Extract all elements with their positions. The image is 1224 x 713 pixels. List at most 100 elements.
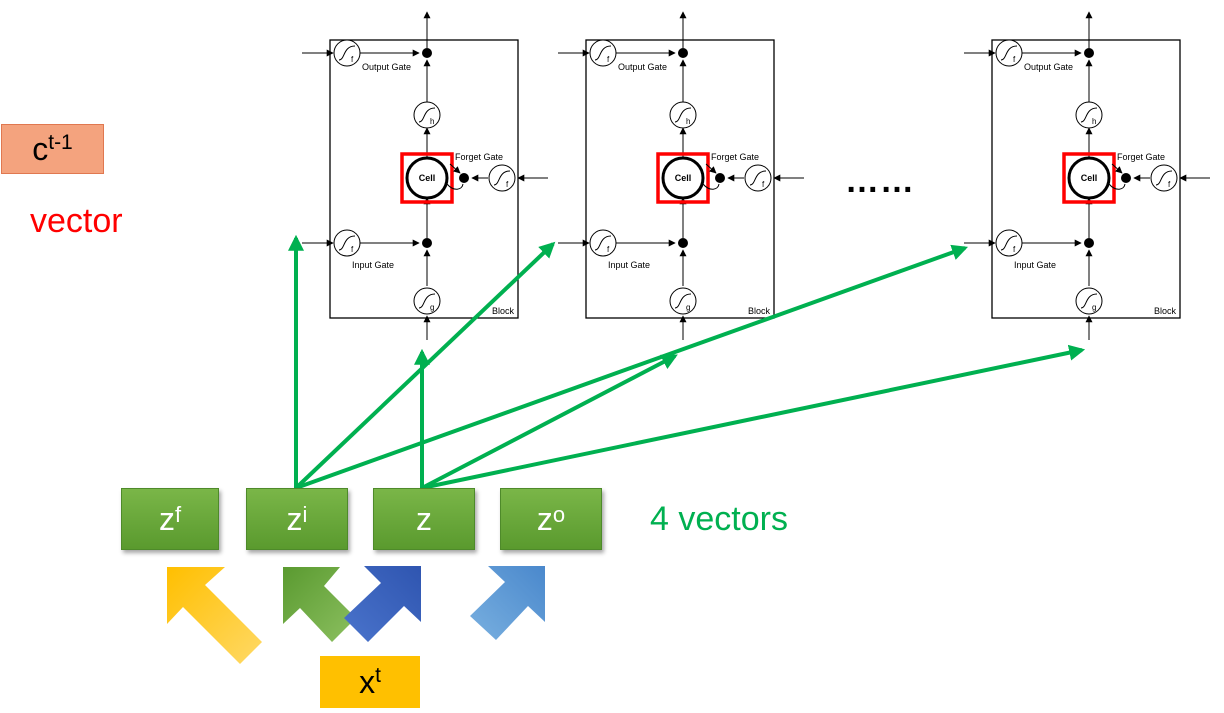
tanh-curve-icon — [418, 293, 436, 309]
input-gate-label: Input Gate — [608, 260, 650, 270]
line-forget-to-mult — [449, 163, 461, 174]
forget-gate-f: f — [1168, 180, 1171, 189]
zo-base: z — [536, 500, 553, 537]
output-gate-sigmoid-icon — [995, 39, 1023, 67]
recurrent-loop — [1108, 183, 1126, 190]
g-activation-icon — [413, 287, 441, 315]
block-label: Block — [748, 306, 771, 316]
sigmoid-curve-icon — [1155, 170, 1173, 186]
sigmoid-curve-icon — [338, 235, 356, 251]
output-multiply-dot — [1084, 48, 1094, 58]
sigmoid-curve-icon — [338, 45, 356, 61]
output-gate-f: f — [351, 55, 354, 64]
cell-icon — [1067, 156, 1111, 200]
h-activation-icon — [669, 101, 697, 129]
cell-highlight — [400, 152, 454, 204]
input-multiply-dot — [1084, 238, 1094, 248]
tanh-curve-icon — [418, 107, 436, 123]
forget-gate-label: Forget Gate — [1117, 152, 1165, 162]
forget-gate-sigmoid-icon — [488, 164, 516, 192]
xt-sup: t — [375, 664, 381, 687]
forget-gate-sigmoid-icon — [744, 164, 772, 192]
h-activation-icon — [1075, 101, 1103, 129]
output-multiply-dot — [422, 48, 432, 58]
g-activation-g: g — [430, 303, 434, 312]
input-gate-sigmoid-icon — [995, 229, 1023, 257]
sigmoid-curve-icon — [594, 235, 612, 251]
arrow-zi-to-block2-input-gate — [294, 241, 556, 490]
arrow-to-zi — [283, 567, 356, 642]
forget-gate-f: f — [506, 180, 509, 189]
input-gate-f: f — [351, 245, 354, 254]
arrow-to-zo — [470, 566, 545, 640]
g-activation-g: g — [686, 303, 690, 312]
ellipsis-label: …… — [845, 162, 915, 200]
forget-gate-label: Forget Gate — [711, 152, 759, 162]
cell-icon — [661, 156, 705, 200]
recurrent-loop — [702, 183, 720, 190]
arrow-to-z — [344, 566, 421, 642]
sigmoid-curve-icon — [1000, 235, 1018, 251]
sigmoid-curve-icon — [1000, 45, 1018, 61]
g-activation-g: g — [1092, 303, 1096, 312]
vector-label: vector — [30, 202, 123, 240]
input-gate-label: Input Gate — [1014, 260, 1056, 270]
tanh-curve-icon — [674, 293, 692, 309]
output-multiply-dot — [678, 48, 688, 58]
arrow-z-to-block3-cell-input — [421, 344, 1086, 490]
output-gate-label: Output Gate — [362, 62, 411, 72]
cell-highlight — [656, 152, 710, 204]
line-forget-to-mult — [1111, 163, 1123, 174]
arrow-z-to-block2-cell-input — [421, 354, 678, 490]
zi-sup: i — [302, 502, 308, 527]
sigmoid-curve-icon — [493, 170, 511, 186]
sigmoid-curve-icon — [594, 45, 612, 61]
forget-gate-label: Forget Gate — [455, 152, 503, 162]
g-activation-icon — [669, 287, 697, 315]
forget-multiply-dot — [1121, 173, 1131, 183]
output-gate-f: f — [607, 55, 610, 64]
sigmoid-curve-icon — [749, 170, 767, 186]
tanh-curve-icon — [674, 107, 692, 123]
forget-multiply-dot — [459, 173, 469, 183]
forget-gate-sigmoid-icon — [1150, 164, 1178, 192]
input-multiply-dot — [422, 238, 432, 248]
input-gate-f: f — [1013, 245, 1016, 254]
input-gate-label: Input Gate — [352, 260, 394, 270]
cell-label: Cell — [675, 173, 692, 183]
arrow-to-zf — [167, 567, 262, 664]
zo-sup: o — [552, 502, 566, 527]
output-gate-sigmoid-icon — [589, 39, 617, 67]
tanh-curve-icon — [1080, 293, 1098, 309]
four-vectors-label: 4 vectors — [650, 500, 788, 538]
prev-cell-base: c — [32, 130, 49, 167]
input-gate-sigmoid-icon — [589, 229, 617, 257]
zf-base: z — [158, 500, 175, 537]
input-arrows — [167, 566, 545, 664]
forget-gate-f: f — [762, 180, 765, 189]
xt-base: x — [359, 663, 376, 700]
recurrent-loop — [446, 183, 464, 190]
line-forget-to-mult — [705, 163, 717, 174]
cell-label: Cell — [1081, 173, 1098, 183]
h-activation-h: h — [1092, 117, 1096, 126]
input-gate-sigmoid-icon — [333, 229, 361, 257]
h-activation-h: h — [430, 117, 434, 126]
block-label: Block — [1154, 306, 1177, 316]
zf-sup: f — [174, 502, 182, 527]
zi-base: z — [286, 500, 303, 537]
cell-icon — [405, 156, 449, 200]
input-multiply-dot — [678, 238, 688, 248]
h-activation-h: h — [686, 117, 690, 126]
z-base: z — [416, 500, 432, 537]
forget-multiply-dot — [715, 173, 725, 183]
output-gate-f: f — [1013, 55, 1016, 64]
z-box: z — [373, 488, 475, 550]
